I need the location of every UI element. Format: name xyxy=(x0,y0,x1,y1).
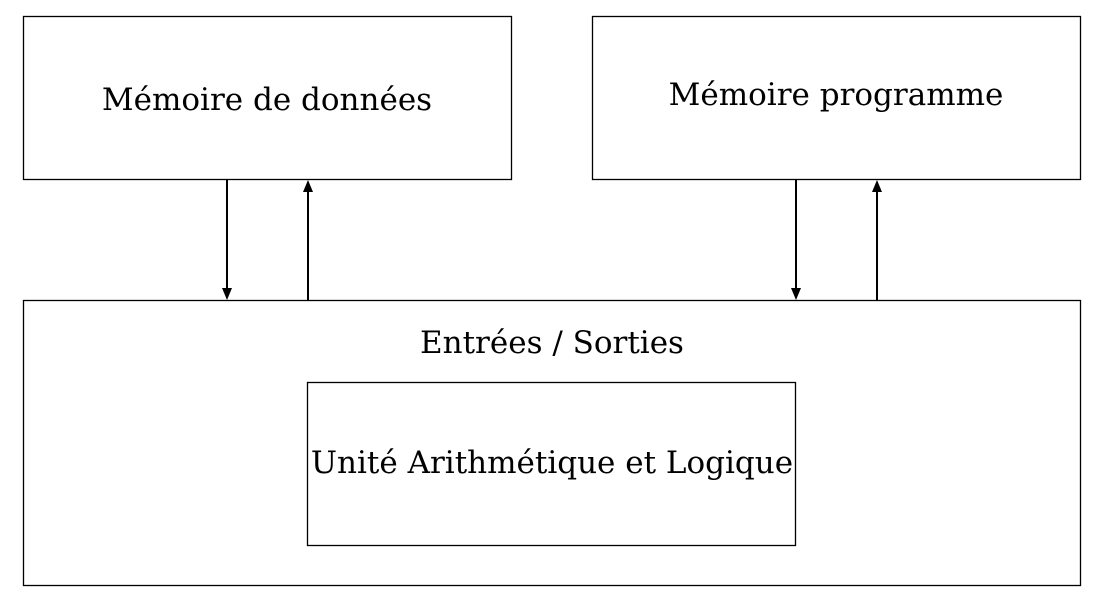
program-memory-label: Mémoire programme xyxy=(669,77,1004,113)
data-memory-label: Mémoire de données xyxy=(102,82,432,118)
data-memory-box xyxy=(22,15,513,181)
alu-label: Unité Arithmétique et Logique xyxy=(311,445,793,481)
arrow-up-head xyxy=(303,180,313,192)
arrow-program-memory-to-io xyxy=(791,180,801,300)
arrow-down-head xyxy=(791,288,801,300)
program-memory-box xyxy=(591,15,1082,181)
arrow-io-to-data-memory xyxy=(303,180,313,300)
arrow-up-head xyxy=(872,180,882,192)
arrow-data-memory-to-io xyxy=(222,180,232,300)
io-label: Entrées / Sorties xyxy=(420,325,684,361)
program-memory-block: Mémoire programme xyxy=(591,15,1082,181)
arrow-down-head xyxy=(222,288,232,300)
data-memory-block: Mémoire de données xyxy=(22,15,513,181)
alu-box xyxy=(306,381,797,547)
alu-block: Unité Arithmétique et Logique xyxy=(306,381,797,547)
arrow-io-to-program-memory xyxy=(872,180,882,300)
